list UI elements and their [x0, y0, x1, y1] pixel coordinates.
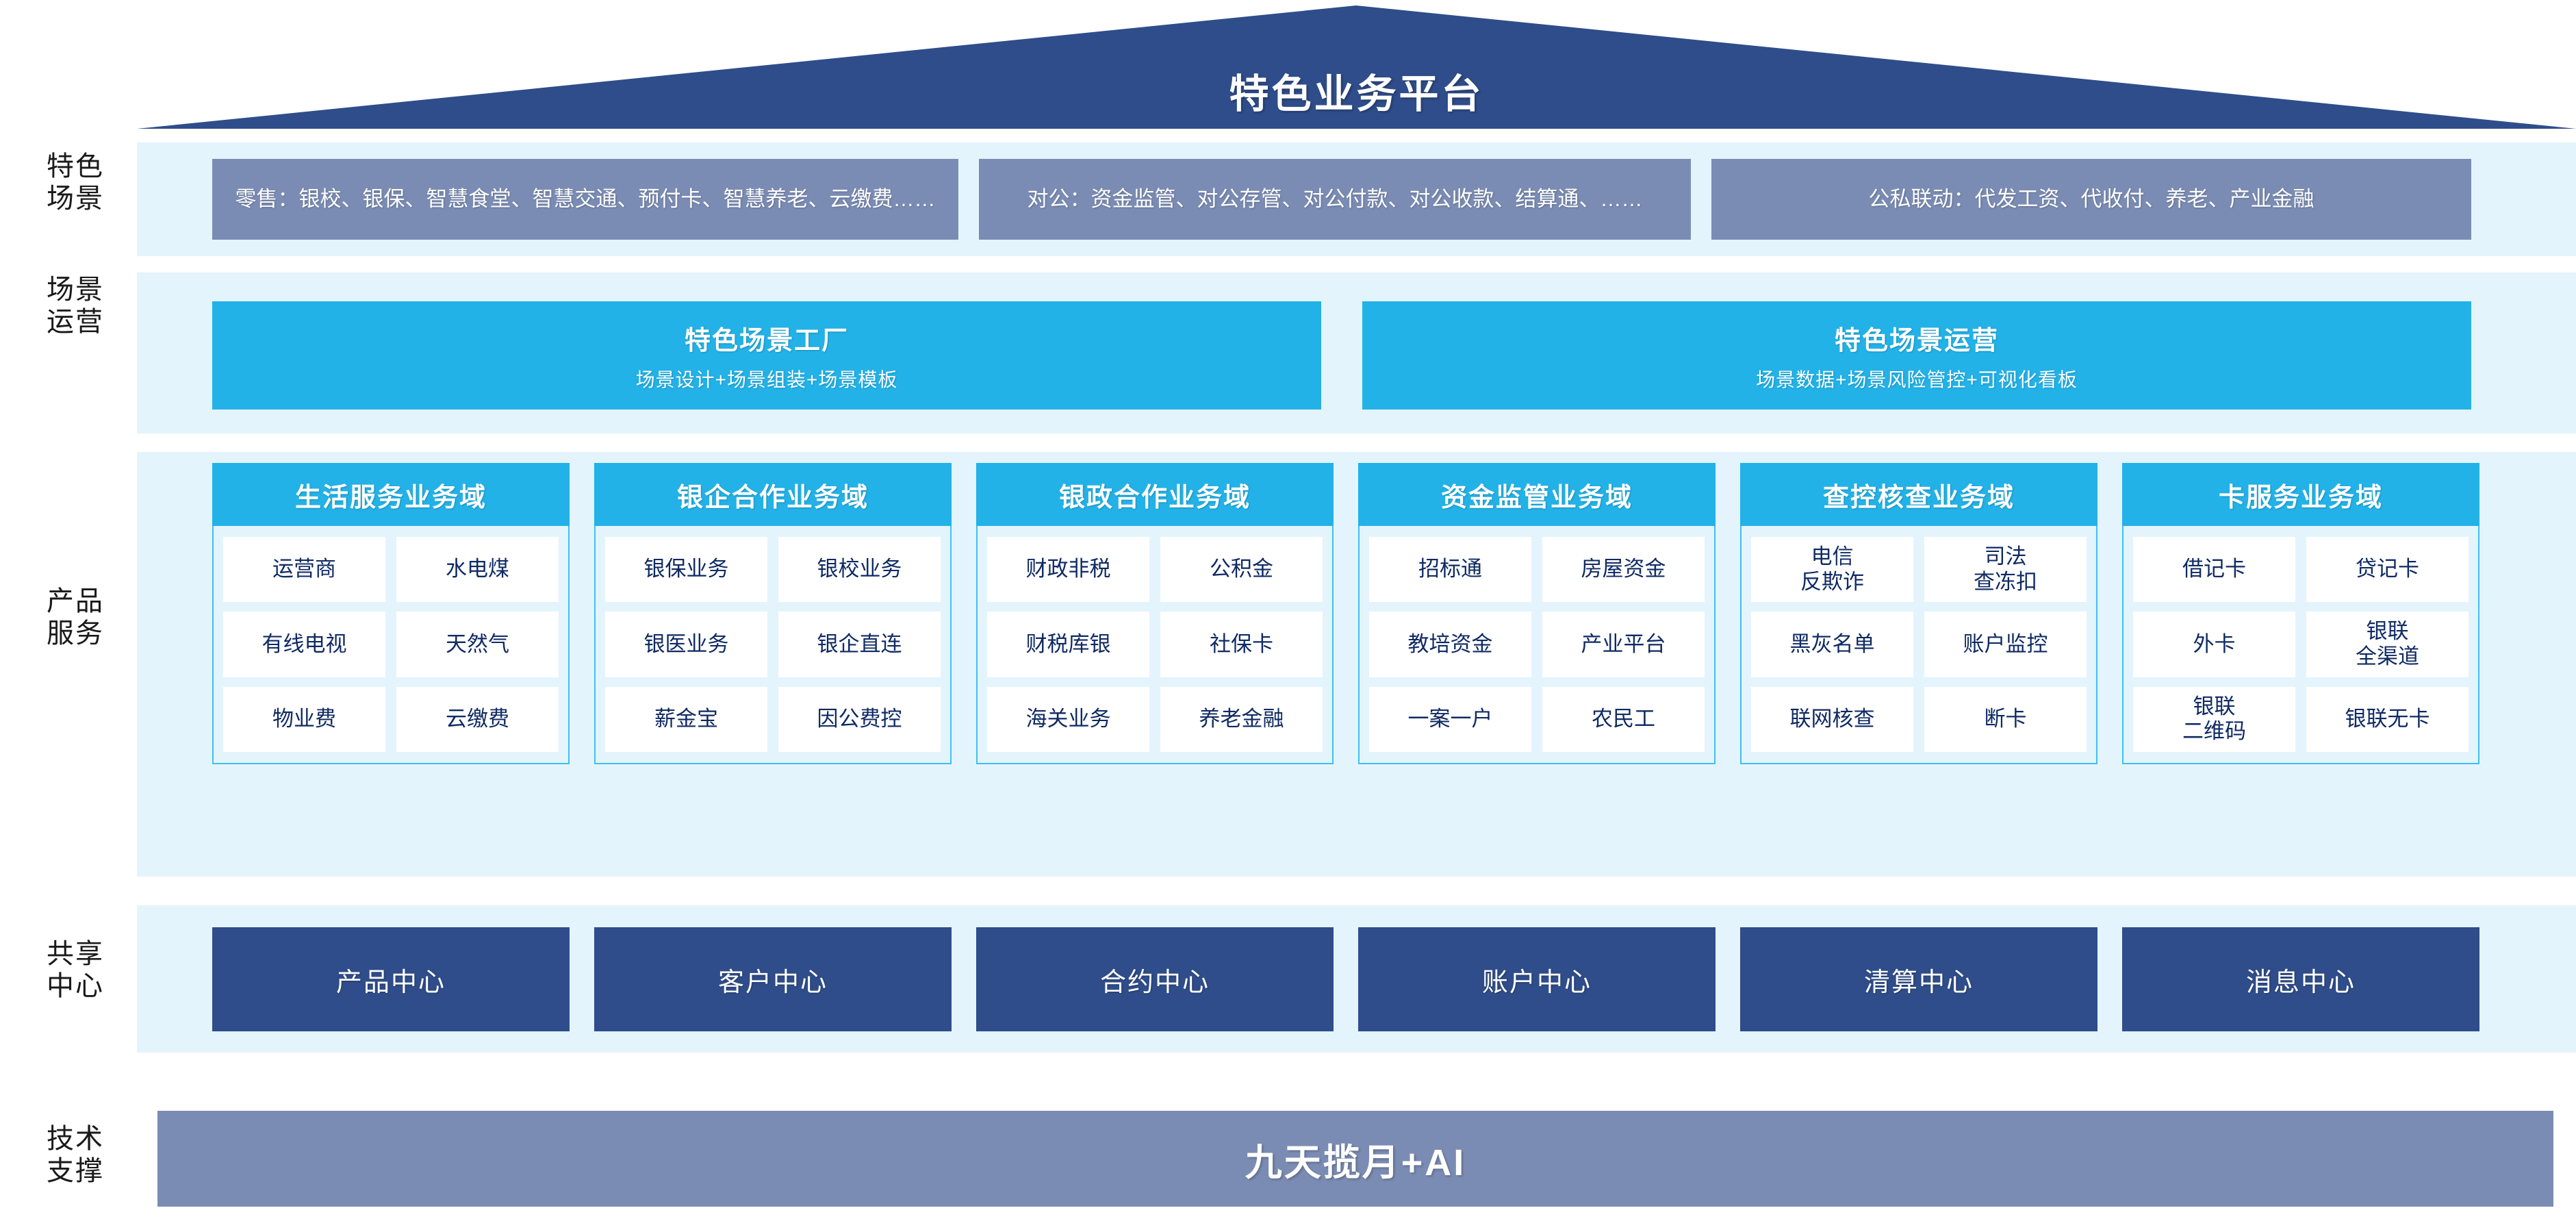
product-domain-body: 借记卡 贷记卡 外卡 银联 全渠道 银联 二维码 银联无卡	[2122, 526, 2479, 764]
product-cell[interactable]: 银联 全渠道	[2306, 612, 2469, 677]
product-domain-life-service: 生活服务业务域 运营商 水电煤 有线电视 天然气 物业费 云缴费	[212, 452, 570, 877]
product-cell[interactable]: 借记卡	[2133, 537, 2295, 603]
product-domain-header: 资金监管业务域	[1358, 463, 1716, 526]
product-cell[interactable]: 一案一户	[1369, 686, 1531, 752]
scenarios-panel: 零售：银校、银保、智慧食堂、智慧交通、预付卡、智慧养老、云缴费…… 对公：资金监…	[137, 142, 2576, 256]
product-row: 黑灰名单 账户监控	[1751, 612, 2087, 677]
shared-centers-panel: 产品中心 客户中心 合约中心 账户中心 清算中心 消息中心	[137, 905, 2576, 1053]
product-cell[interactable]: 养老金融	[1160, 686, 1323, 752]
product-cell[interactable]: 银保业务	[605, 537, 767, 603]
operations-box-scene-factory: 特色场景工厂 场景设计+场景组装+场景模板	[212, 301, 1321, 410]
product-cell[interactable]: 农民工	[1542, 686, 1705, 752]
row-label-tech-support: 技术 支撑	[47, 1124, 104, 1187]
products-panel: 生活服务业务域 运营商 水电煤 有线电视 天然气 物业费 云缴费 银企合作业务域	[137, 452, 2576, 877]
operations-title: 特色场景运营	[1834, 326, 1999, 355]
product-row: 薪金宝 因公费控	[605, 686, 941, 752]
product-cell[interactable]: 云缴费	[396, 686, 559, 752]
row-label-scenarios: 特色 场景	[47, 151, 104, 214]
shared-center-account[interactable]: 账户中心	[1358, 927, 1716, 1031]
product-row: 银联 二维码 银联无卡	[2133, 686, 2469, 752]
shared-center-settlement[interactable]: 清算中心	[1740, 927, 2097, 1031]
product-cell[interactable]: 黑灰名单	[1751, 612, 1913, 677]
product-cell[interactable]: 房屋资金	[1542, 537, 1705, 603]
product-row: 运营商 水电煤	[223, 537, 559, 603]
product-cell[interactable]: 公积金	[1160, 537, 1323, 603]
scenario-box-retail: 零售：银校、银保、智慧食堂、智慧交通、预付卡、智慧养老、云缴费……	[212, 159, 958, 240]
operations-title: 特色场景工厂	[684, 326, 849, 355]
tech-support-bar: 九天揽月+AI	[157, 1111, 2553, 1207]
product-domain-fund-supervision: 资金监管业务域 招标通 房屋资金 教培资金 产业平台 一案一户 农民工	[1358, 452, 1716, 877]
product-cell[interactable]: 账户监控	[1924, 612, 2087, 677]
product-cell[interactable]: 断卡	[1924, 686, 2087, 752]
product-cell[interactable]: 社保卡	[1160, 612, 1323, 677]
page-title: 特色业务平台	[1229, 72, 1484, 116]
product-cell[interactable]: 银校业务	[778, 537, 941, 603]
product-cell[interactable]: 产业平台	[1542, 612, 1705, 677]
product-cell[interactable]: 薪金宝	[605, 686, 767, 752]
product-cell[interactable]: 银医业务	[605, 612, 767, 677]
product-domain-header: 卡服务业务域	[2122, 463, 2479, 526]
product-cell[interactable]: 物业费	[223, 686, 385, 752]
product-row: 财税库银 社保卡	[987, 612, 1323, 677]
shared-center-contract[interactable]: 合约中心	[976, 927, 1334, 1031]
product-domain-card-service: 卡服务业务域 借记卡 贷记卡 外卡 银联 全渠道 银联 二维码 银联无卡	[2122, 452, 2479, 877]
product-cell[interactable]: 海关业务	[987, 686, 1149, 752]
product-row: 物业费 云缴费	[223, 686, 559, 752]
operations-panel: 特色场景工厂 场景设计+场景组装+场景模板 特色场景运营 场景数据+场景风险管控…	[137, 273, 2576, 433]
product-cell[interactable]: 水电煤	[396, 537, 559, 603]
product-cell[interactable]: 银企直连	[778, 612, 941, 677]
product-cell[interactable]: 联网核查	[1751, 686, 1913, 752]
product-row: 财政非税 公积金	[987, 537, 1323, 603]
product-domain-header: 银企合作业务域	[594, 463, 952, 526]
product-row: 海关业务 养老金融	[987, 686, 1323, 752]
product-domain-body: 招标通 房屋资金 教培资金 产业平台 一案一户 农民工	[1358, 526, 1716, 764]
product-row: 有线电视 天然气	[223, 612, 559, 677]
scenario-box-public-private: 公私联动：代发工资、代收付、养老、产业金融	[1711, 159, 2471, 240]
product-domain-header: 生活服务业务域	[212, 463, 570, 526]
product-domain-body: 电信 反欺诈 司法 查冻扣 黑灰名单 账户监控 联网核查 断卡	[1740, 526, 2097, 764]
operations-subtitle: 场景设计+场景组装+场景模板	[635, 368, 898, 390]
row-label-shared-centers: 共享 中心	[47, 939, 104, 1002]
product-cell[interactable]: 银联 二维码	[2133, 686, 2295, 752]
product-cell[interactable]: 外卡	[2133, 612, 2295, 677]
product-row: 联网核查 断卡	[1751, 686, 2087, 752]
product-row: 银保业务 银校业务	[605, 537, 941, 603]
product-cell[interactable]: 招标通	[1369, 537, 1531, 603]
product-cell[interactable]: 天然气	[396, 612, 559, 677]
product-cell[interactable]: 电信 反欺诈	[1751, 537, 1913, 603]
product-cell[interactable]: 有线电视	[223, 612, 385, 677]
product-cell[interactable]: 财税库银	[987, 612, 1149, 677]
product-domain-body: 银保业务 银校业务 银医业务 银企直连 薪金宝 因公费控	[594, 526, 952, 764]
product-domain-body: 财政非税 公积金 财税库银 社保卡 海关业务 养老金融	[976, 526, 1334, 764]
shared-center-product[interactable]: 产品中心	[212, 927, 570, 1031]
operations-subtitle: 场景数据+场景风险管控+可视化看板	[1756, 368, 2078, 390]
product-cell[interactable]: 因公费控	[778, 686, 941, 752]
scenario-box-corporate: 对公：资金监管、对公存管、对公付款、对公收款、结算通、……	[979, 159, 1691, 240]
product-cell[interactable]: 运营商	[223, 537, 385, 603]
product-row: 外卡 银联 全渠道	[2133, 612, 2469, 677]
shared-center-message[interactable]: 消息中心	[2122, 927, 2479, 1031]
product-cell[interactable]: 贷记卡	[2306, 537, 2469, 603]
operations-box-scene-operation: 特色场景运营 场景数据+场景风险管控+可视化看板	[1362, 301, 2471, 410]
product-row: 一案一户 农民工	[1369, 686, 1705, 752]
product-row: 银医业务 银企直连	[605, 612, 941, 677]
product-cell[interactable]: 教培资金	[1369, 612, 1531, 677]
product-row: 教培资金 产业平台	[1369, 612, 1705, 677]
product-domain-investigation: 查控核查业务域 电信 反欺诈 司法 查冻扣 黑灰名单 账户监控 联网核查 断卡	[1740, 452, 2097, 877]
row-label-operations: 场景 运营	[47, 275, 104, 338]
product-domain-body: 运营商 水电煤 有线电视 天然气 物业费 云缴费	[212, 526, 570, 764]
product-row: 电信 反欺诈 司法 查冻扣	[1751, 537, 2087, 603]
product-domain-bank-government: 银政合作业务域 财政非税 公积金 财税库银 社保卡 海关业务 养老金融	[976, 452, 1334, 877]
product-cell[interactable]: 银联无卡	[2306, 686, 2469, 752]
shared-center-customer[interactable]: 客户中心	[594, 927, 952, 1031]
product-domain-bank-enterprise: 银企合作业务域 银保业务 银校业务 银医业务 银企直连 薪金宝 因公费控	[594, 452, 952, 877]
platform-roof: 特色业务平台	[137, 5, 2576, 129]
product-row: 借记卡 贷记卡	[2133, 537, 2469, 603]
product-cell[interactable]: 司法 查冻扣	[1924, 537, 2087, 603]
row-label-products: 产品 服务	[47, 586, 104, 649]
product-row: 招标通 房屋资金	[1369, 537, 1705, 603]
product-domain-header: 银政合作业务域	[976, 463, 1334, 526]
product-cell[interactable]: 财政非税	[987, 537, 1149, 603]
product-domain-header: 查控核查业务域	[1740, 463, 2097, 526]
